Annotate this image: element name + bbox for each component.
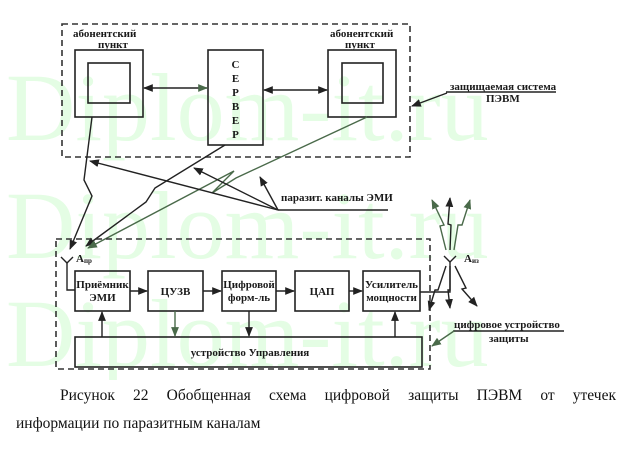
watermark-text: Diplom-it.ru: [6, 172, 489, 279]
protected-system-boundary: [61, 23, 411, 158]
right-terminal-label-1: абонентский: [330, 28, 394, 40]
emitted-noise-arrows: [427, 197, 478, 311]
figure-caption: Рисунок 22 Обобщенная схема цифровой защ…: [16, 382, 616, 438]
left-terminal-screen: [87, 62, 131, 104]
right-terminal-outer: [327, 49, 397, 118]
left-terminal-outer: [74, 49, 144, 118]
block-label: Усилитель: [365, 279, 418, 291]
left-terminal-label-1: абонентский: [73, 28, 137, 40]
server-letter: В: [232, 101, 240, 113]
right-terminal-label-2: пункт: [345, 39, 376, 51]
block-power-amplifier: Усилитель мощности: [362, 270, 421, 312]
protection-device-label-1: цифровое устройство: [454, 319, 560, 331]
emitter-antenna-icon: [443, 255, 457, 263]
parasitic-pointer: [193, 167, 279, 211]
block-label: ЦУЗВ: [161, 286, 191, 298]
receiver-antenna-label: Апр: [76, 253, 92, 265]
protection-device-pointer: [431, 330, 455, 347]
block-label: форм-ль: [228, 292, 270, 304]
block-label: мощности: [366, 292, 417, 304]
emi-channel-left-terminal: [69, 116, 93, 250]
server-letter: Р: [232, 87, 239, 99]
watermark-text: Diplom-it.ru: [6, 54, 489, 161]
emitter-antenna-label: Аиз: [464, 253, 479, 265]
protection-device-boundary: [55, 238, 431, 370]
block-label: ЦАП: [310, 286, 335, 298]
server-letter: Е: [232, 115, 239, 127]
block-label: Цифровой: [223, 279, 275, 291]
diagram-svg: Diplom-it.ru Diplom-it.ru Diplom-it.ru а…: [6, 23, 564, 387]
block-label: ЭМИ: [89, 292, 116, 304]
block-label: Приёмник: [76, 279, 129, 291]
caption-line-2: информации по паразитным каналам: [16, 415, 261, 432]
server: С Е Р В Е Р: [207, 49, 264, 146]
parasitic-channels-label: паразит. каналы ЭМИ: [281, 192, 393, 204]
protection-device-label-2: защиты: [489, 333, 529, 345]
server-letter: Е: [232, 73, 239, 85]
parasitic-pointer: [259, 176, 279, 211]
protected-system-label-1: защищаемая система: [450, 81, 557, 93]
server-letter: С: [232, 59, 240, 71]
watermark: Diplom-it.ru Diplom-it.ru Diplom-it.ru: [6, 54, 489, 387]
right-terminal: [327, 49, 397, 118]
control-unit: устройство Управления: [74, 336, 423, 368]
caption-line-1: Рисунок 22 Обобщенная схема цифровой защ…: [60, 387, 616, 404]
left-terminal: [74, 49, 144, 118]
receiver-antenna-icon: [60, 256, 75, 291]
protected-system-label-2: ПЭВМ: [486, 93, 520, 105]
control-unit-label: устройство Управления: [191, 347, 310, 359]
parasitic-pointer: [89, 159, 279, 211]
right-terminal-screen: [341, 62, 384, 104]
server-box: [207, 49, 264, 146]
block-emi-receiver: Приёмник ЭМИ: [74, 270, 131, 312]
protected-system-pointer: [411, 92, 448, 107]
server-letter: Р: [232, 129, 239, 141]
left-terminal-label-2: пункт: [98, 39, 129, 51]
emi-channel-server: [85, 144, 226, 247]
